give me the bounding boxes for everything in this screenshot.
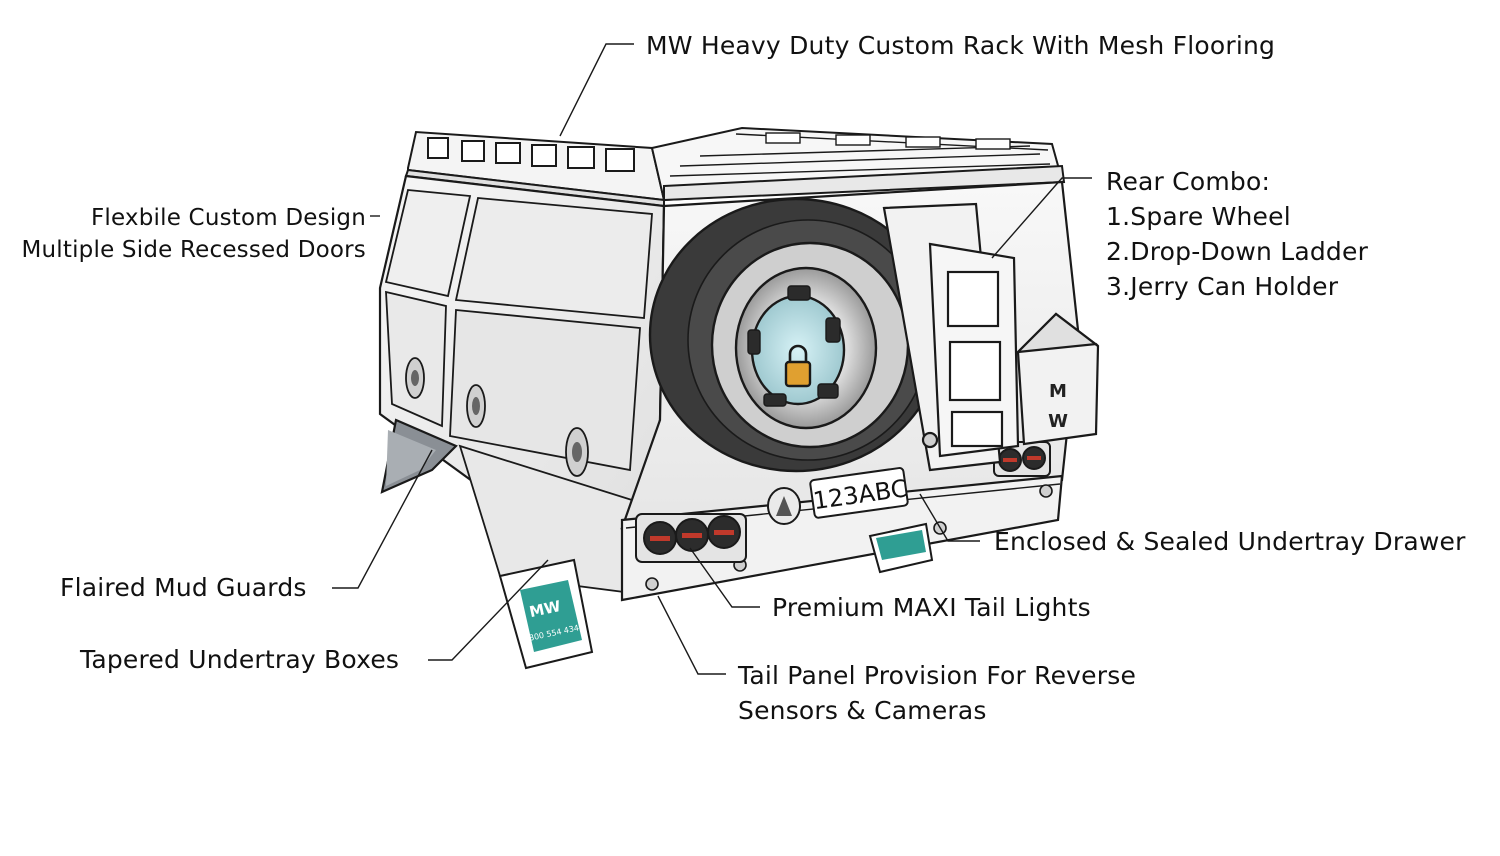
canopy-side-panel xyxy=(378,174,666,594)
padlock-icon xyxy=(784,344,812,388)
label-rack: MW Heavy Duty Custom Rack With Mesh Floo… xyxy=(646,31,1276,60)
label-tail-panel-line-1: Tail Panel Provision For Reverse xyxy=(738,661,1137,690)
label-side-doors-line-1: Flexbile Custom Design xyxy=(90,205,366,231)
spare-wheel xyxy=(648,197,944,473)
tail-lights-right xyxy=(993,441,1051,477)
label-tail-panel-line-2: Sensors & Cameras xyxy=(738,696,987,725)
jerry-can-holder: M W xyxy=(1015,312,1100,446)
jerry-can-letter-w: W xyxy=(1048,411,1068,432)
label-side-doors: Flexbile Custom Design Multiple Side Rec… xyxy=(21,202,366,266)
label-mud-guards: Flaired Mud Guards xyxy=(60,573,307,602)
tail-lights-left xyxy=(635,513,747,563)
jerry-can-letter-m: M xyxy=(1049,381,1067,402)
label-rear-combo-item-1: 1.Spare Wheel xyxy=(1106,202,1291,231)
roof-rack xyxy=(404,126,1066,208)
label-side-doors-line-2: Multiple Side Recessed Doors xyxy=(21,237,366,263)
label-rear-combo-item-3: 3.Jerry Can Holder xyxy=(1106,272,1339,301)
mudflap-left: MW 1800 554 434 xyxy=(498,558,594,670)
label-drawer: Enclosed & Sealed Undertray Drawer xyxy=(994,527,1466,556)
label-rear-combo-title: Rear Combo: xyxy=(1106,167,1271,196)
tow-emblem xyxy=(767,487,801,525)
label-tail-panel: Tail Panel Provision For Reverse Sensors… xyxy=(738,658,1136,728)
label-rear-combo-item-2: 2.Drop-Down Ladder xyxy=(1106,237,1369,266)
leader-lines xyxy=(332,43,1092,675)
label-tapered-boxes: Tapered Undertray Boxes xyxy=(80,645,400,674)
label-tail-lights: Premium MAXI Tail Lights xyxy=(772,593,1091,622)
mudflap-right xyxy=(868,522,934,574)
label-rear-combo: Rear Combo: 1.Spare Wheel 2.Drop-Down La… xyxy=(1106,164,1368,304)
drop-down-ladder xyxy=(882,202,1020,472)
